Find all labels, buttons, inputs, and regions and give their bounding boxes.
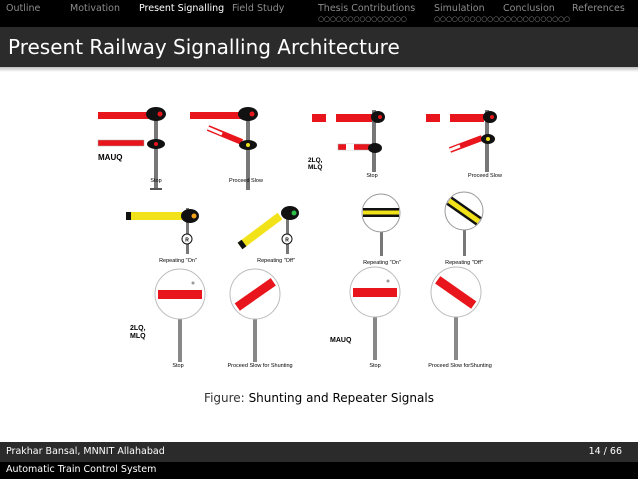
disc-repeater-off-signal (444, 191, 484, 256)
lq-label: 2LQ, (130, 325, 146, 332)
repeater-off-signal (237, 206, 299, 254)
stop-label: Stop (369, 363, 380, 369)
nav-item-field-study[interactable]: Field Study (232, 3, 285, 14)
nav-progress-dots: ○○○○○○○○○○○○○○○ (318, 15, 407, 23)
nav-item-present-signalling[interactable]: Present Signalling (139, 3, 225, 14)
r-label: R (285, 238, 289, 244)
proceed-shunting-label: Proceed Slow for Shunting (227, 363, 292, 369)
nav-progress-dots: ○○○○○○○○○○○○○○○○○○○○○○○ (434, 15, 570, 23)
footer-author-bar: Prakhar Bansal, MNNIT Allahabad 14 / 66 (0, 442, 638, 462)
semaphore-proceed-signal-2 (426, 110, 497, 172)
section-nav: Outline Motivation Present Signalling Fi… (0, 0, 638, 27)
shunt-stop-signal-1 (154, 268, 206, 362)
stop-label: Stop (172, 363, 183, 369)
semaphore-stop-signal-2 (312, 110, 385, 172)
repeating-off-label: Repeating "Off" (257, 258, 295, 264)
proceed-slow-label: Proceed Slow (229, 178, 263, 184)
footer-author: Prakhar Bansal, MNNIT Allahabad (6, 446, 165, 457)
shunt-proceed-signal-2 (430, 266, 482, 360)
proceed-slow-label: Proceed Slow (468, 173, 502, 179)
stop-label: Stop (366, 173, 377, 179)
title-shadow (0, 67, 638, 72)
repeating-off-label: Repeating "Off" (445, 260, 483, 266)
figure-caption: Figure: Shunting and Repeater Signals (0, 391, 638, 405)
shunt-proceed-signal-1 (229, 268, 281, 362)
r-label: R (185, 238, 189, 244)
nav-item-conclusion[interactable]: Conclusion (503, 3, 555, 14)
nav-item-simulation[interactable]: Simulation (434, 3, 485, 14)
caption-label: Figure: (204, 391, 245, 405)
stop-label: Stop (150, 178, 161, 184)
caption-text: Shunting and Repeater Signals (248, 391, 434, 405)
shunt-stop-signal-2 (349, 266, 401, 360)
mlq-label: MLQ (308, 164, 322, 171)
slide-title: Present Railway Signalling Architecture (8, 35, 400, 59)
footer-course-bar: Automatic Train Control System (0, 462, 638, 479)
repeater-on-signal (126, 208, 199, 254)
lq-label: 2LQ, (308, 157, 323, 164)
mlq-label: MLQ (130, 333, 146, 340)
nav-item-motivation[interactable]: Motivation (70, 3, 121, 14)
signals-figure: MAUQ Stop Proceed Slow 2LQ, MLQ Stop (97, 107, 502, 369)
title-bar: Present Railway Signalling Architecture (0, 27, 638, 67)
mauq-label: MAUQ (330, 337, 352, 344)
nav-item-thesis-contributions[interactable]: Thesis Contributions (318, 3, 416, 14)
mauq-label: MAUQ (98, 153, 122, 162)
repeating-on-label: Repeating "On" (363, 260, 401, 266)
nav-item-outline[interactable]: Outline (6, 3, 41, 14)
semaphore-stop-signal-1 (97, 107, 166, 190)
repeating-on-label: Repeating "On" (159, 258, 197, 264)
footer-course: Automatic Train Control System (6, 464, 157, 475)
proceed-shunting-label: Proceed Slow forShunting (428, 363, 492, 369)
nav-item-references[interactable]: References (572, 3, 625, 14)
semaphore-proceed-signal-1 (190, 107, 258, 190)
disc-repeater-on-signal (361, 193, 401, 256)
page-number: 14 / 66 (588, 446, 622, 457)
